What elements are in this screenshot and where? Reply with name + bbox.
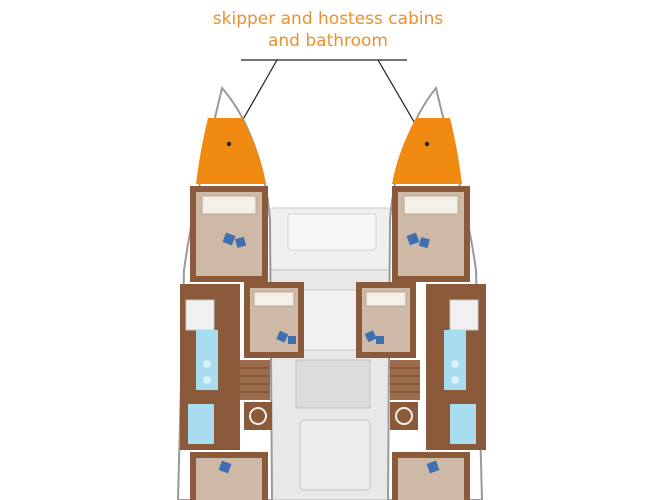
pillow-icon (276, 330, 296, 344)
left-hull (176, 85, 304, 500)
right-pointer-dot (424, 141, 430, 147)
ship-wheel-icon (249, 407, 267, 425)
annotation-label: skipper and hostess cabins and bathroom (183, 8, 473, 52)
pillow-icon (364, 330, 384, 344)
right-hull (356, 85, 486, 500)
leader-lines (228, 59, 428, 145)
pillow-icon (218, 460, 232, 474)
left-pointer-dot (226, 141, 232, 147)
annotation-line-2: and bathroom (267, 31, 388, 51)
ship-wheel-icon (395, 407, 413, 425)
left-highlight-cabin (196, 118, 266, 184)
pillow-icon (406, 232, 430, 249)
annotation-line-1: skipper and hostess cabins (212, 9, 444, 29)
right-highlight-cabin (392, 118, 462, 184)
pillow-icon (426, 460, 440, 474)
pillow-icon (222, 232, 247, 248)
